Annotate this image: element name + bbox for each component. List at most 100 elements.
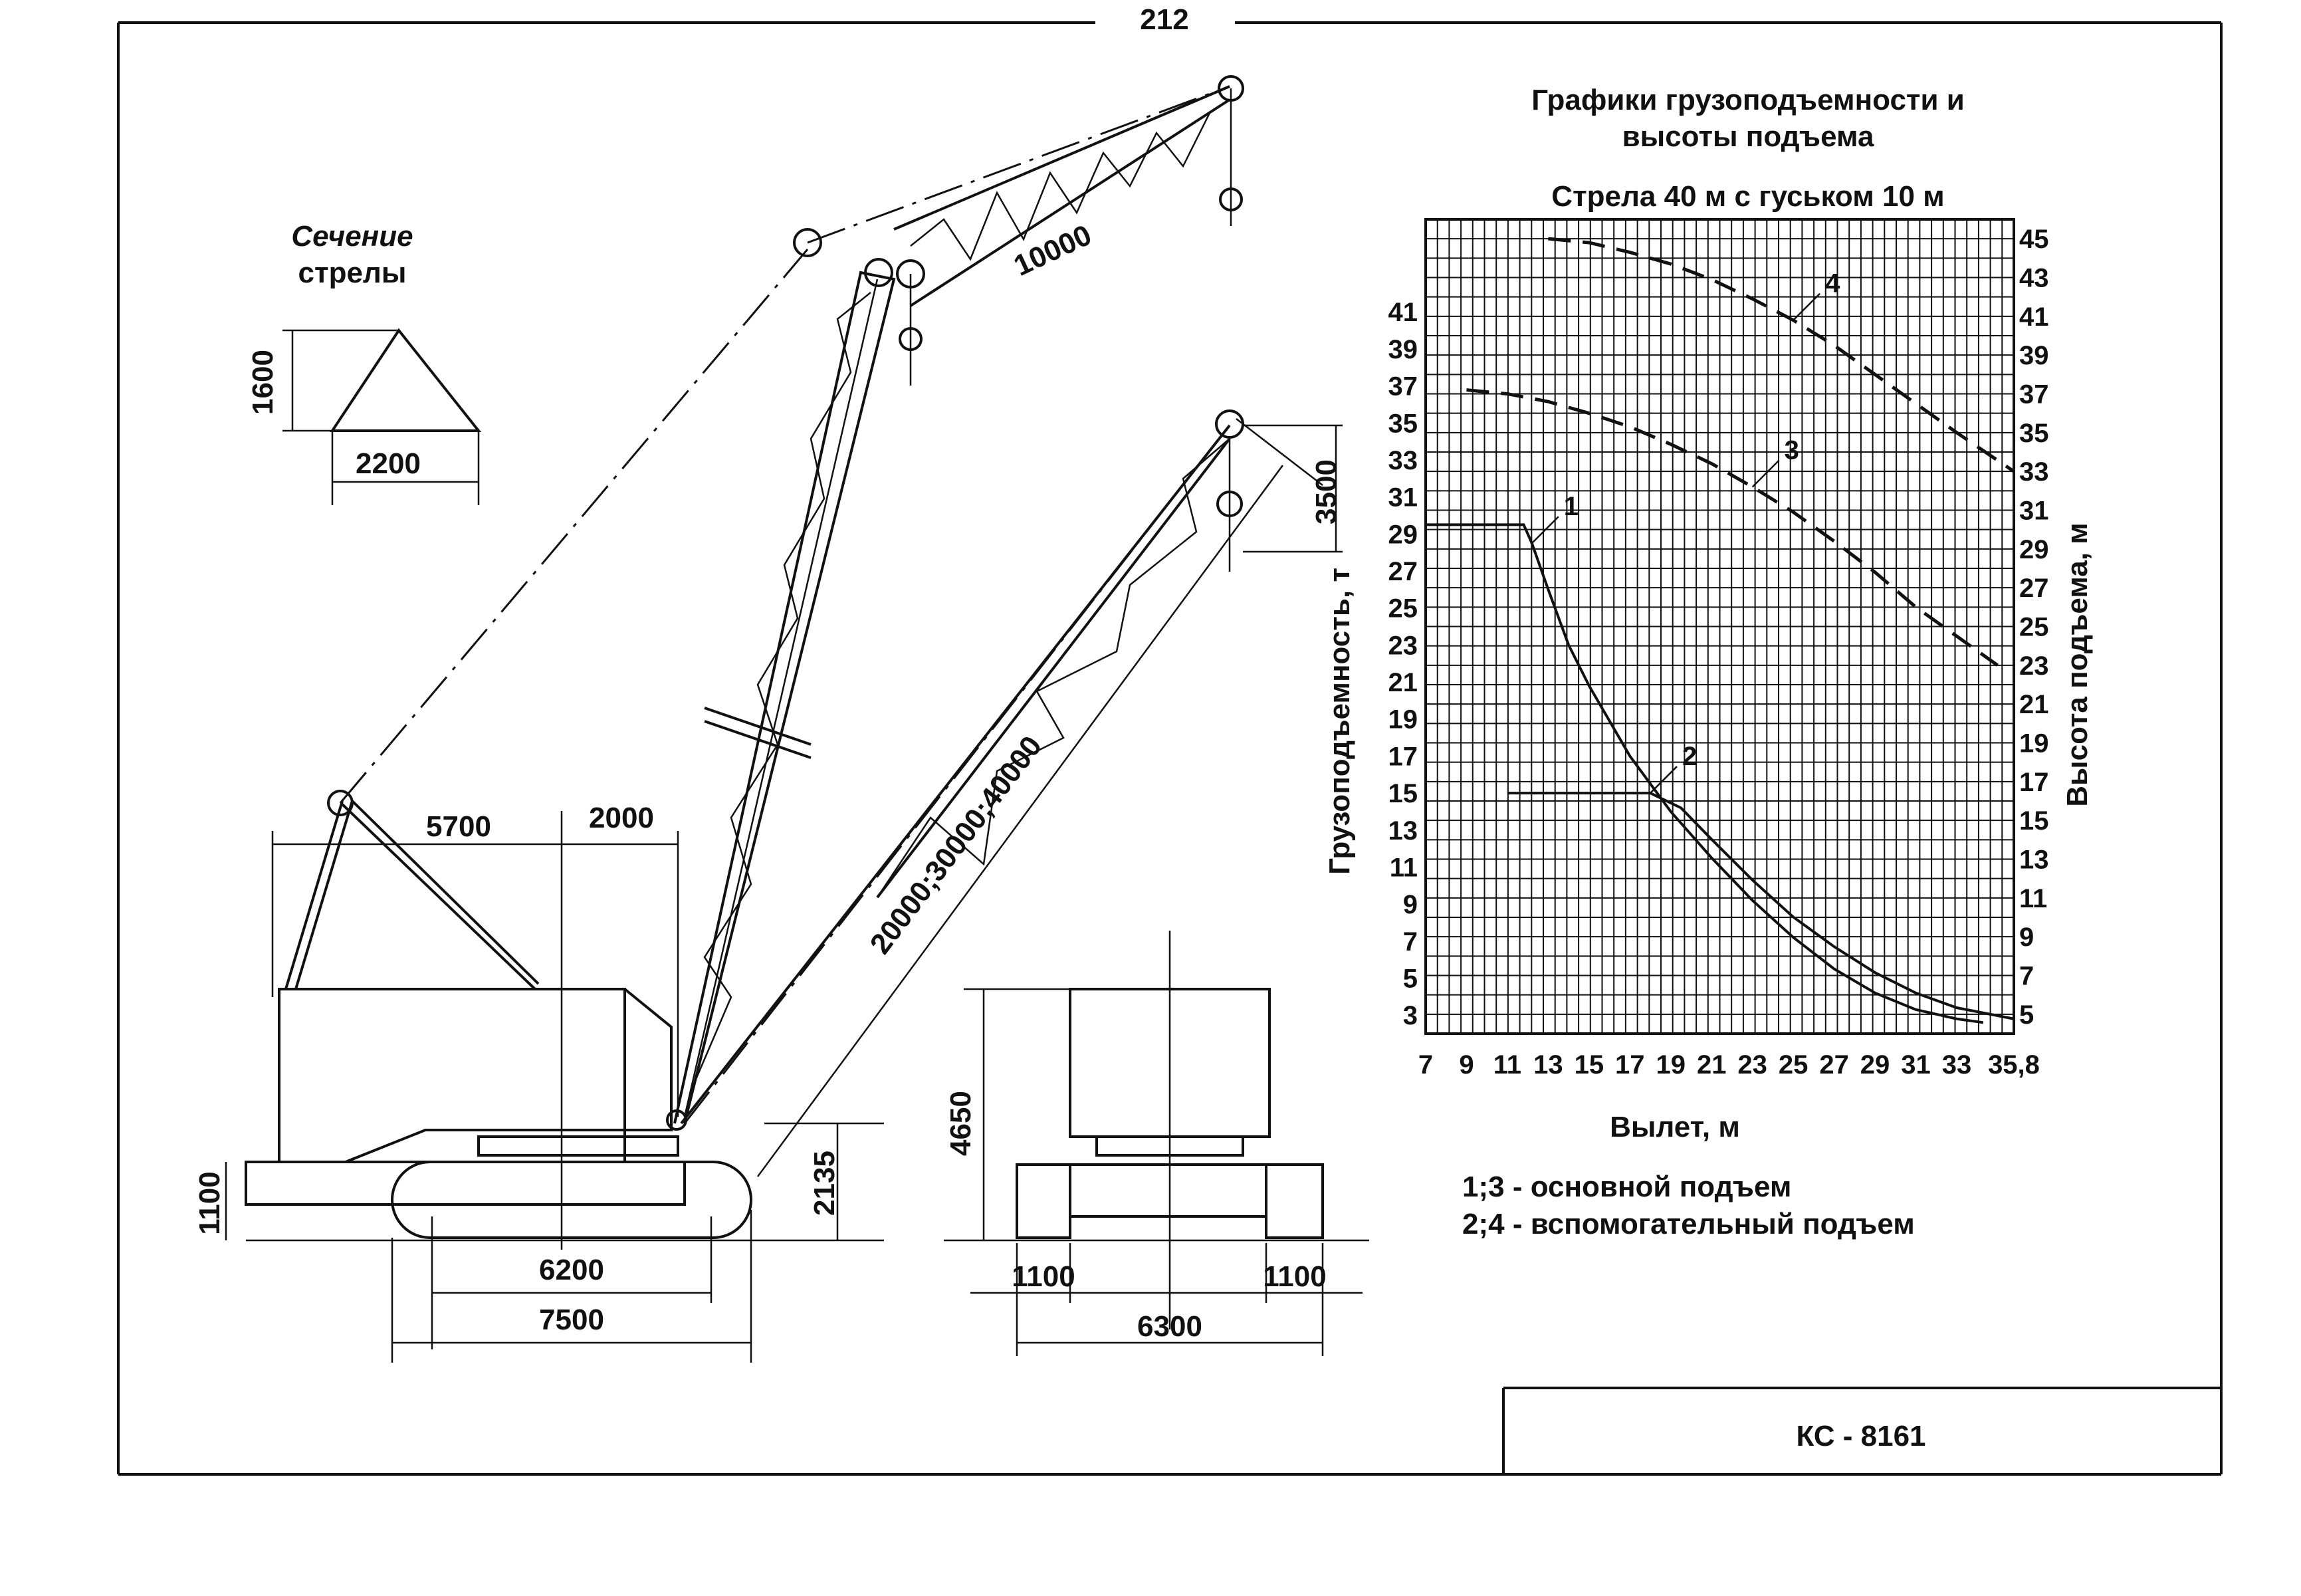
x-tick-label: 13 [1533, 1050, 1563, 1080]
series-line-3 [1466, 388, 1999, 667]
x-tick-label: 19 [1656, 1050, 1686, 1080]
y2-tick-label: 35 [2019, 419, 2049, 448]
x-tick-label: 9 [1459, 1050, 1474, 1080]
series-leader-3 [1751, 459, 1780, 488]
y2-tick-label: 41 [2019, 302, 2049, 332]
chart-subtitle: Стрела 40 м с гуськом 10 м [1551, 180, 1944, 213]
y2-tick-label: 19 [2019, 729, 2049, 758]
y2-tick-label: 39 [2019, 341, 2049, 370]
x-tick-label: 17 [1615, 1050, 1645, 1080]
y-tick-label: 5 [1403, 964, 1418, 993]
y2-tick-label: 5 [2019, 1000, 2034, 1030]
model-label: КС - 8161 [1796, 1420, 1925, 1452]
dim-track-right: 1100 [1263, 1260, 1326, 1293]
dim-3500: 3500 [1310, 459, 1343, 524]
y-tick-label: 9 [1403, 890, 1418, 919]
y-tick-label: 11 [1390, 853, 1418, 882]
y2-tick-label: 15 [2019, 806, 2049, 836]
y-tick-label: 7 [1403, 927, 1418, 957]
y2-tick-label: 31 [2019, 497, 2049, 526]
crane-front-view: 4650 1100 1100 6300 [944, 931, 1369, 1356]
y-tick-label: 25 [1388, 594, 1418, 624]
y-tick-label: 39 [1388, 335, 1418, 364]
series-label-1: 1 [1564, 492, 1579, 521]
y-tick-label: 33 [1388, 446, 1418, 475]
y2-tick-label: 33 [2019, 457, 2049, 487]
dim-track-left: 1100 [1012, 1260, 1075, 1293]
series-leader-4 [1793, 292, 1821, 321]
section-height: 1600 [247, 350, 279, 415]
x-tick-label: 11 [1493, 1050, 1521, 1080]
series-leader-1 [1531, 516, 1559, 544]
y2-tick-label: 7 [2019, 962, 2034, 991]
y2-tick-label: 43 [2019, 264, 2049, 293]
chart-ylabel-right: Высота подъема, м [2061, 522, 2094, 806]
section-title-1: Сечение [291, 220, 413, 253]
x-tick-label: 23 [1737, 1050, 1767, 1080]
series-line-1 [1426, 523, 1984, 1024]
y2-tick-label: 9 [2019, 923, 2034, 952]
dim-gauge: 6300 [1137, 1310, 1202, 1343]
chart-title-2: высоты подъема [1622, 120, 1874, 153]
dim-10000: 10000 [1009, 219, 1097, 283]
y2-tick-label: 29 [2019, 535, 2049, 564]
legend-line-1: 1;3 - основной подъем [1462, 1171, 1791, 1203]
y-tick-label: 15 [1388, 779, 1418, 808]
y-tick-label: 31 [1388, 483, 1418, 513]
series-label-2: 2 [1682, 742, 1697, 771]
y-tick-label: 37 [1388, 372, 1418, 401]
boom-section: Сечение стрелы 1600 2200 [247, 220, 482, 505]
series-label-3: 3 [1785, 436, 1799, 465]
y-tick-label: 35 [1388, 409, 1418, 438]
series-line-2 [1507, 792, 2015, 1020]
x-tick-label: 35,8 [1988, 1050, 2040, 1080]
crane-side-view [245, 75, 1244, 1242]
y2-tick-label: 27 [2019, 574, 2049, 603]
y2-tick-label: 37 [2019, 380, 2049, 409]
x-tick-label: 33 [1942, 1050, 1972, 1080]
page-number: 212 [1140, 3, 1188, 36]
x-tick-label: 31 [1901, 1050, 1931, 1080]
y-tick-label: 17 [1388, 742, 1418, 771]
chart-xlabel: Вылет, м [1610, 1111, 1740, 1143]
x-tick-label: 21 [1697, 1050, 1727, 1080]
y2-tick-label: 23 [2019, 651, 2049, 681]
legend-line-2: 2;4 - вспомогательный подъем [1462, 1208, 1915, 1240]
series-line-4 [1548, 237, 2015, 473]
y2-tick-label: 11 [2019, 884, 2047, 913]
y-tick-label: 3 [1403, 1001, 1418, 1030]
x-tick-label: 25 [1779, 1050, 1808, 1080]
x-tick-label: 7 [1418, 1050, 1433, 1080]
y-tick-label: 21 [1388, 668, 1418, 697]
y-tick-label: 13 [1388, 816, 1418, 846]
chart-ylabel-left: Грузоподъемность, т [1323, 568, 1356, 875]
y2-tick-label: 45 [2019, 225, 2049, 254]
drawing-frame [117, 21, 2223, 1476]
x-tick-label: 15 [1575, 1050, 1604, 1080]
y-tick-label: 19 [1388, 705, 1418, 735]
y-tick-label: 41 [1388, 298, 1418, 327]
y-tick-label: 23 [1388, 631, 1418, 660]
dim-2135: 2135 [808, 1151, 841, 1216]
series-label-4: 4 [1825, 269, 1840, 298]
y2-tick-label: 21 [2019, 690, 2049, 719]
dim-boom-lengths: 20000;30000;40000 [864, 730, 1049, 960]
dim-1100-side: 1100 [193, 1171, 226, 1234]
x-tick-label: 27 [1819, 1050, 1849, 1080]
dim-5700: 5700 [426, 810, 491, 843]
dim-7500: 7500 [539, 1304, 604, 1336]
y2-tick-label: 25 [2019, 613, 2049, 642]
x-tick-label: 29 [1860, 1050, 1890, 1080]
dim-4650: 4650 [944, 1091, 977, 1156]
y-tick-label: 27 [1388, 557, 1418, 586]
dim-6200: 6200 [539, 1254, 604, 1286]
section-width: 2200 [356, 447, 421, 480]
y2-tick-label: 13 [2019, 846, 2049, 875]
series-leader-2 [1650, 766, 1678, 794]
y-tick-label: 29 [1388, 520, 1418, 549]
dim-2000: 2000 [589, 802, 654, 834]
section-title-2: стрелы [298, 257, 407, 289]
y2-tick-label: 17 [2019, 768, 2049, 797]
